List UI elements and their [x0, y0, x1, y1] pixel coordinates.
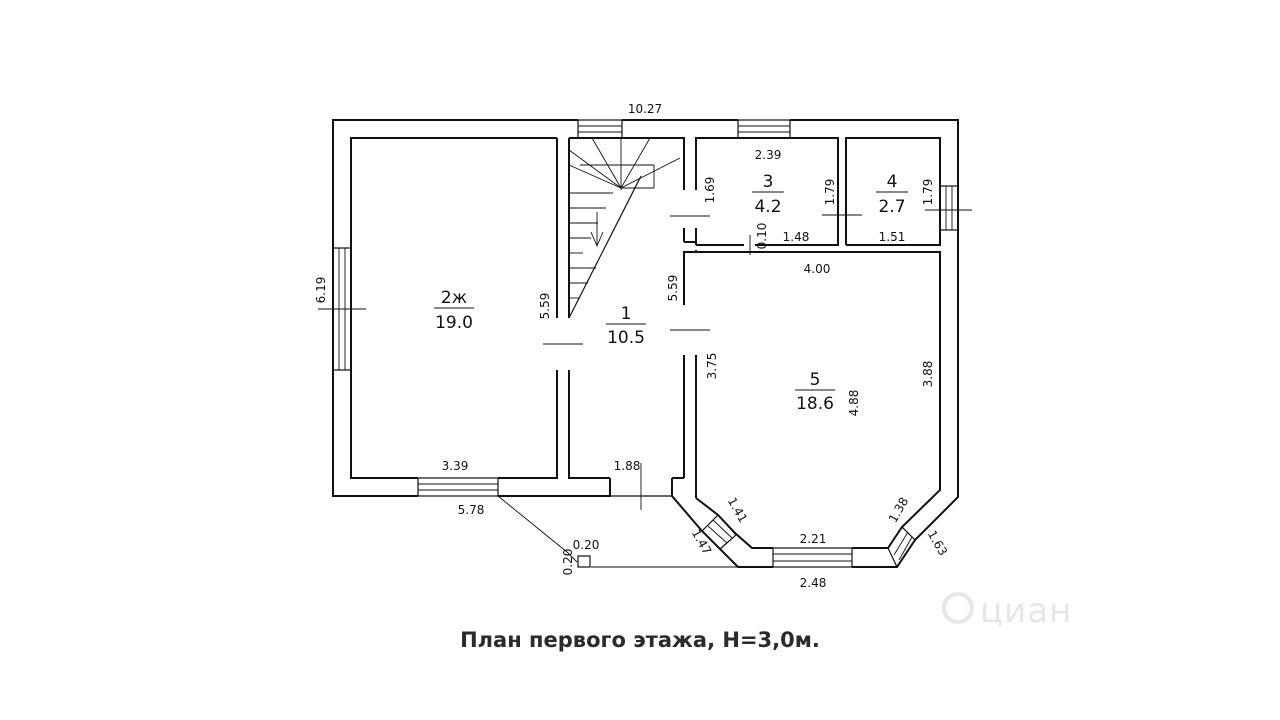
room-number: 4 — [887, 172, 898, 192]
dim-room4-bottom: 1.51 — [879, 230, 906, 244]
room-area: 2.7 — [878, 197, 905, 217]
dim-hall-right: 5.59 — [666, 275, 680, 302]
room-number: 1 — [621, 304, 632, 324]
dim-room5-depth: 4.88 — [847, 390, 861, 417]
dim-room3-right: 1.79 — [823, 179, 837, 206]
room-area: 4.2 — [754, 197, 781, 217]
room-5-label: 5 18.6 — [795, 370, 835, 414]
watermark: циан — [980, 591, 1072, 631]
dim-room3-bottom: 1.48 — [783, 230, 810, 244]
staircase — [568, 137, 681, 319]
dim-bay-left-outer: 1.47 — [689, 527, 714, 557]
plan-caption: План первого этажа, H=3,0м. — [460, 628, 820, 652]
dim-room4-right: 1.79 — [921, 179, 935, 206]
room-number: 5 — [810, 370, 821, 390]
room-area: 19.0 — [435, 313, 473, 333]
dim-room5-right: 3.88 — [921, 361, 935, 388]
dim-post-height: 0.20 — [561, 549, 575, 576]
doorways — [543, 214, 862, 510]
watermark-logo — [942, 592, 974, 624]
room-2-label: 2ж 19.0 — [434, 288, 474, 333]
dim-room5-top: 4.00 — [804, 262, 831, 276]
dim-bay-right-outer: 1.63 — [925, 528, 950, 558]
room-labels: 2ж 19.0 1 10.5 3 4.2 4 2.7 5 18.6 — [434, 172, 908, 414]
dim-bay-front-outer: 2.48 — [800, 576, 827, 590]
dim-post-width: 0.20 — [573, 538, 600, 552]
room-area: 18.6 — [796, 394, 834, 414]
room-3-label: 3 4.2 — [752, 172, 784, 217]
dim-left-height: 6.19 — [314, 277, 328, 304]
room-1-label: 1 10.5 — [606, 304, 646, 348]
dim-top-overall: 10.27 — [628, 102, 662, 116]
dim-room3-top: 2.39 — [755, 148, 782, 162]
porch-post — [577, 555, 591, 568]
room-4-label: 4 2.7 — [876, 172, 908, 217]
dim-room2-right: 5.59 — [538, 293, 552, 320]
dim-room3-left: 1.69 — [703, 177, 717, 204]
porch — [497, 495, 738, 568]
room-number: 2ж — [441, 288, 467, 308]
outer-walls — [332, 119, 959, 568]
room-number: 3 — [763, 172, 774, 192]
dim-bay-left-inner: 1.41 — [725, 495, 750, 525]
windows — [318, 119, 972, 569]
dim-room5-left: 3.75 — [705, 353, 719, 380]
dim-room2-bottom: 3.39 — [442, 459, 469, 473]
dim-room3-partition: 0.10 — [755, 223, 769, 250]
room-area: 10.5 — [607, 328, 645, 348]
dim-hall-bottom: 1.88 — [614, 459, 641, 473]
dim-overall-bottom: 5.78 — [458, 503, 485, 517]
dim-bay-front-inner: 2.21 — [800, 532, 827, 546]
